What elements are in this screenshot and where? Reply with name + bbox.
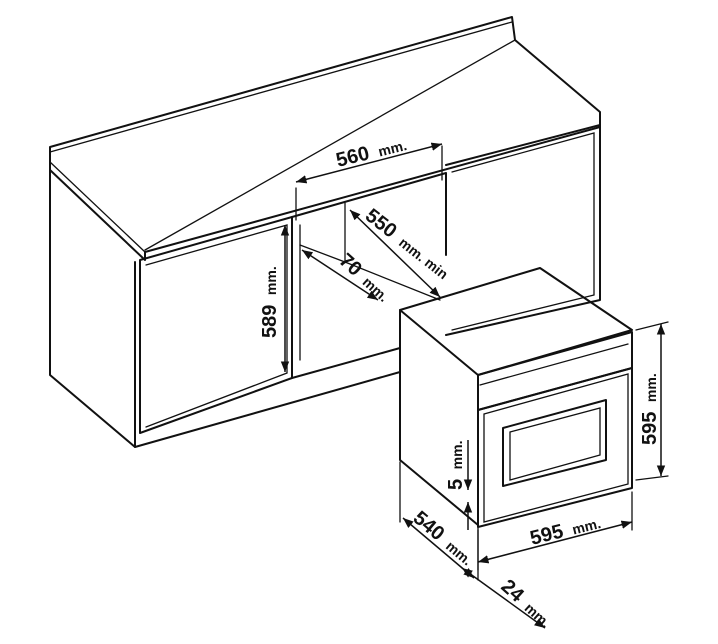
countertop [49, 16, 601, 261]
oven [399, 267, 633, 528]
svg-text:589 mm.: 589 mm. [259, 266, 281, 338]
back-gap-value: 70 [335, 249, 366, 280]
oven-height-value: 595 [639, 412, 661, 445]
oven-window [502, 399, 607, 487]
svg-text:595 mm.: 595 mm. [639, 373, 661, 445]
door-thickness-value: 24 [497, 575, 529, 607]
cabinet-plinth [134, 371, 401, 448]
niche-width-unit: mm. [377, 137, 409, 159]
oven-depth-unit: mm. [443, 538, 475, 569]
dimension-bottom-gap: 5 mm. [445, 440, 473, 530]
svg-text:595 mm.: 595 mm. [528, 511, 603, 550]
bottom-gap-value: 5 [445, 479, 467, 490]
cabinet-left-side [49, 169, 136, 448]
dimension-back-gap: 70 mm. [301, 249, 392, 305]
niche-height-unit: mm. [263, 266, 279, 295]
kitchen-cabinet [49, 16, 601, 448]
dimension-niche-height: 589 mm. [259, 225, 290, 372]
niche-height-value: 589 [259, 305, 281, 338]
oven-width-unit: mm. [571, 515, 603, 537]
oven-top [399, 267, 633, 376]
svg-text:560 mm.: 560 mm. [334, 133, 409, 172]
niche-depth-unit: mm. min [396, 234, 451, 282]
svg-text:24 mm.: 24 mm. [497, 575, 557, 632]
oven-door [477, 367, 633, 528]
dimension-oven-height: 595 mm. [635, 321, 669, 481]
dimension-door-thickness: 24 mm. [461, 567, 557, 632]
oven-height-unit: mm. [643, 373, 659, 402]
door-thickness-unit: mm. [522, 600, 554, 631]
niche-depth-value: 550 [361, 205, 401, 243]
svg-text:550 mm. min: 550 mm. min [361, 205, 454, 284]
bottom-gap-unit: mm. [449, 441, 465, 470]
svg-text:5 mm.: 5 mm. [445, 441, 467, 490]
cabinet-right-door [445, 124, 601, 336]
niche-width-value: 560 [334, 142, 372, 171]
oven-width-value: 595 [528, 520, 566, 549]
oven-niche [291, 172, 447, 379]
oven-depth-value: 540 [409, 507, 449, 545]
oven-control-panel [477, 331, 633, 411]
